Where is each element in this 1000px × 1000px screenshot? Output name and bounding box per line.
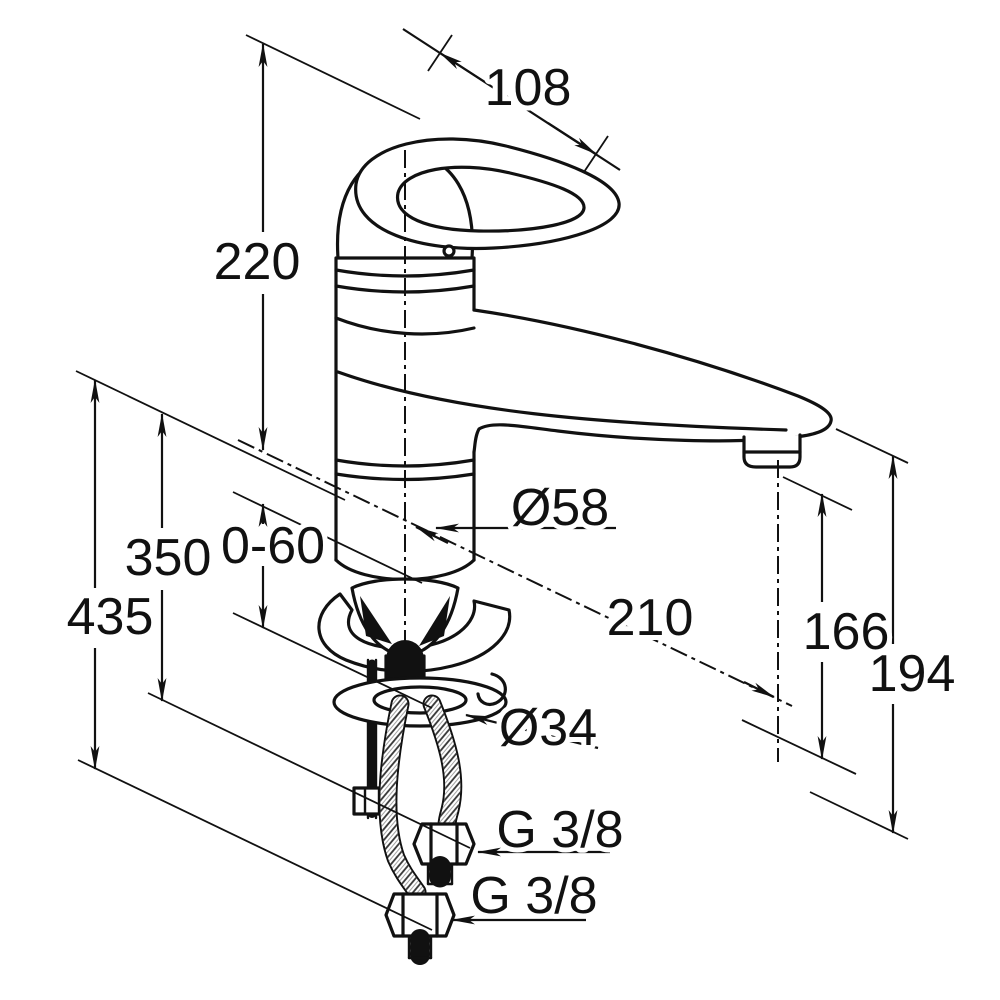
dim-label-108: 108	[485, 59, 572, 117]
faucet-spout	[336, 308, 833, 469]
dim-label-dia58: Ø58	[511, 479, 609, 537]
dim-label-194: 194	[869, 645, 956, 703]
dimension-lines	[90, 28, 898, 925]
dim-label-350: 350	[125, 529, 212, 587]
hex-nut-upper	[412, 822, 476, 892]
center-lines	[237, 150, 793, 762]
dim-label-220: 220	[214, 233, 301, 291]
witness-lines	[75, 34, 909, 931]
reach-reference-line	[237, 439, 793, 707]
handle-screw-icon	[442, 244, 456, 258]
dim-label-g38-upper: G 3/8	[496, 801, 623, 859]
supply-hoses	[378, 694, 463, 902]
dim-label-g38-lower: G 3/8	[470, 867, 597, 925]
faucet-body	[334, 256, 476, 581]
mounting-base	[317, 577, 512, 820]
dim-label-166: 166	[803, 603, 890, 661]
dim-label-dia34: Ø34	[499, 699, 597, 757]
mounting-hook	[476, 672, 507, 706]
hex-nut-lower	[384, 892, 456, 965]
dimension-labels: 108 220 350 0-60 435 Ø58 210 166 194 Ø34…	[62, 54, 961, 930]
dim-label-0-60: 0-60	[221, 517, 325, 575]
dim-label-435: 435	[67, 588, 154, 646]
dim-label-210: 210	[607, 589, 694, 647]
